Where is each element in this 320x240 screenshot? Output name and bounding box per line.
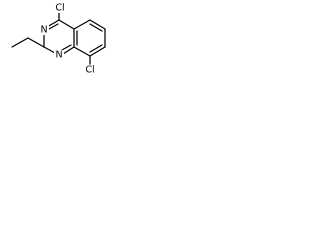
bond-c7-c8-double: [89, 44, 103, 53]
cl-top-bg: [52, 3, 67, 13]
bond-ethyl-1-2: [11, 37, 29, 48]
nitrogen-upper-label: N: [40, 25, 47, 36]
bond-c5-c6: [89, 19, 106, 30]
bond-n1-c8a-double: [61, 44, 72, 51]
nitrogen-lower-label: N: [55, 50, 62, 61]
n-lower-bg: [54, 50, 64, 60]
bond-c4-c4a: [58, 19, 75, 30]
quinazoline-structure: Cl N N Cl: [11, 3, 106, 76]
bond-c2-n1: [43, 46, 56, 54]
n-upper-bg: [39, 25, 49, 35]
bond-c7-c8: [89, 46, 106, 57]
bond-c8-c8a: [73, 46, 91, 57]
bond-c2-ethyl-1: [27, 37, 45, 48]
chemical-structure-diagram: Cl N N Cl: [0, 0, 106, 93]
bond-c5-c6-double: [89, 23, 103, 32]
chlorine-bottom-label: Cl: [85, 65, 94, 76]
chlorine-top-label: Cl: [55, 3, 64, 14]
bond-c4a-c5: [73, 19, 91, 30]
bond-n1-c8a: [62, 46, 75, 55]
bond-c4-n3-double: [48, 23, 59, 30]
cl-bottom-bg: [82, 65, 98, 76]
